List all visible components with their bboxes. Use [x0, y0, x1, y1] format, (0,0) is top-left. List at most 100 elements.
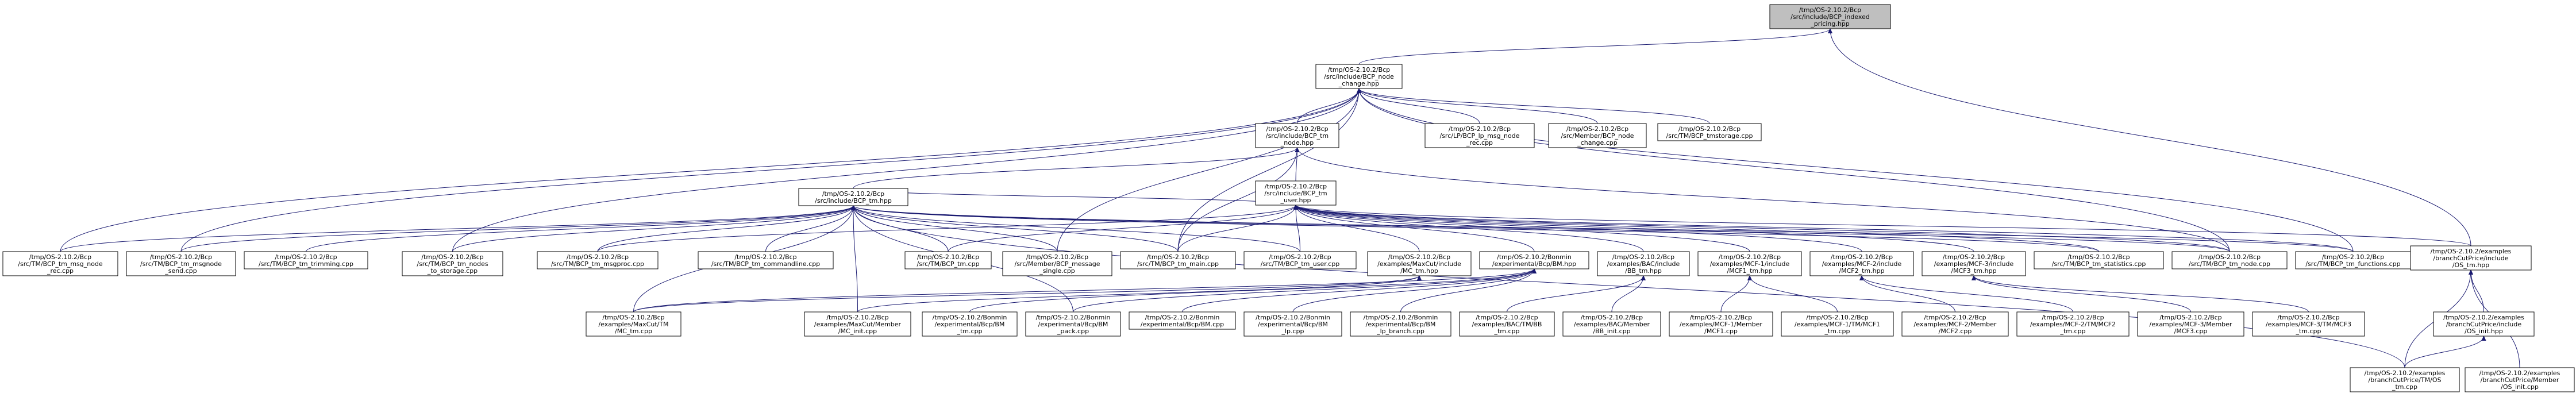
node-label-line: /src/include/BCP_tm [1266, 132, 1329, 140]
node-box [1769, 4, 1891, 29]
graph-node-node-change[interactable]: /tmp/OS-2.10.2/Bcp/src/include/BCP_node_… [1315, 64, 1403, 89]
graph-node-mcf3-tm-hpp[interactable]: /tmp/OS-2.10.2/Bcp/examples/MCF-3/includ… [1922, 251, 2026, 276]
edge-bac-bb-tm-cpp-to-bac-bb-tm-hpp [1507, 275, 1646, 313]
graph-node-tm-nodes-to-storage[interactable]: /tmp/OS-2.10.2/Bcp/src/TM/BCP_tm_nodes_t… [402, 251, 503, 276]
node-box [1459, 311, 1555, 337]
graph-node-maxcut-mc-tm-cpp[interactable]: /tmp/OS-2.10.2/Bcp/examples/MaxCut/TM/MC… [586, 311, 681, 337]
graph-node-os-tm-hpp[interactable]: /tmp/OS-2.10.2/examples/branchCutPrice/i… [2410, 245, 2532, 271]
graph-node-mcf2-member[interactable]: /tmp/OS-2.10.2/Bcp/examples/MCF-2/Member… [1901, 311, 2009, 337]
node-box [2016, 311, 2130, 337]
graph-node-os-init-cpp[interactable]: /tmp/OS-2.10.2/examples/branchCutPrice/M… [2465, 367, 2575, 392]
graph-node-bcp-tm-hpp[interactable]: /tmp/OS-2.10.2/Bcp/src/include/BCP_tm.hp… [798, 188, 908, 206]
graph-node-member-message-single[interactable]: /tmp/OS-2.10.2/Bcp/src/Member/BCP_messag… [1002, 251, 1112, 276]
node-box [244, 251, 368, 269]
graph-node-tm-msg-node-rec[interactable]: /tmp/OS-2.10.2/Bcp/src/TM/BCP_tm_msg_nod… [2, 251, 118, 276]
graph-node-tm-trimming[interactable]: /tmp/OS-2.10.2/Bcp/src/TM/BCP_tm_trimmin… [244, 251, 368, 269]
node-label-line: /tmp/OS-2.10.2/Bcp [2322, 253, 2384, 261]
node-box [698, 251, 834, 269]
node-box [1657, 123, 1762, 141]
node-label-line: /tmp/OS-2.10.2/Bcp [822, 190, 884, 198]
node-label-line: _lp_branch.cpp [1376, 327, 1424, 335]
node-label-line: /src/TM/BCP_tm_node.cpp [2189, 260, 2270, 268]
graph-node-tm-main[interactable]: /tmp/OS-2.10.2/Bcp/src/TM/BCP_tm_main.cp… [1120, 251, 1236, 269]
graph-node-tm-node[interactable]: /tmp/OS-2.10.2/Bcp/src/include/BCP_tm_no… [1255, 123, 1339, 148]
node-label-line: /tmp/OS-2.10.2/Bcp [2198, 253, 2261, 261]
graph-node-os-tm-cpp[interactable]: /tmp/OS-2.10.2/examples/branchCutPrice/T… [2350, 367, 2460, 392]
node-label-line: /BB_init.cpp [1593, 327, 1630, 335]
graph-node-tm-user-cpp[interactable]: /tmp/OS-2.10.2/Bcp/src/TM/BCP_tm_user.cp… [1243, 251, 1357, 269]
node-box [1922, 251, 2026, 276]
graph-node-mcf3-member[interactable]: /tmp/OS-2.10.2/Bcp/examples/MCF-3/Member… [2137, 311, 2244, 337]
graph-node-tm-functions[interactable]: /tmp/OS-2.10.2/Bcp/src/TM/BCP_tm_functio… [2295, 251, 2411, 269]
edge-mcf1-tm-cpp-to-mcf1-tm-hpp [1747, 275, 1838, 313]
node-label-line: /tmp/OS-2.10.2/Bcp [1265, 183, 1327, 190]
node-label-line: /tmp/OS-2.10.2/Bcp [2159, 314, 2221, 321]
edge-tm-nodes-to-storage-to-bcp-tm-hpp [452, 205, 856, 252]
node-box [1002, 251, 1112, 276]
node-label-line: /tmp/OS-2.10.2/Bcp [917, 253, 979, 261]
node-label-line: /tmp/OS-2.10.2/Bcp [1806, 314, 1868, 321]
graph-node-mcf1-tm-hpp[interactable]: /tmp/OS-2.10.2/Bcp/examples/MCF-1/includ… [1697, 251, 1802, 276]
node-label-line: /branchCutPrice/include [2446, 321, 2522, 328]
edge-tm-statistics-to-tm-user-hpp [1293, 205, 2099, 252]
graph-node-maxcut-mc-tm-hpp[interactable]: /tmp/OS-2.10.2/Bcp/examples/MaxCut/inclu… [1367, 251, 1472, 276]
node-label-line: _to_storage.cpp [427, 267, 478, 275]
graph-node-bac-bb-tm-hpp[interactable]: /tmp/OS-2.10.2/Bcp/examples/BAC/include/… [1597, 251, 1690, 276]
node-box [2350, 367, 2460, 392]
graph-node-bac-bb-tm-cpp[interactable]: /tmp/OS-2.10.2/Bcp/examples/BAC/TM/BB_tm… [1459, 311, 1555, 337]
graph-node-bonmin-bm-cpp[interactable]: /tmp/OS-2.10.2/Bonmin/experimental/Bcp/B… [1129, 311, 1236, 330]
edge-mcf3-member-to-mcf3-tm-hpp [1972, 275, 2191, 313]
graph-node-bonmin-bm-hpp[interactable]: /tmp/OS-2.10.2/Bonmin/experimental/Bcp/B… [1479, 251, 1589, 269]
node-label-line: /MCF2_tm.hpp [1839, 267, 1884, 275]
graph-node-maxcut-mc-init[interactable]: /tmp/OS-2.10.2/Bcp/examples/MaxCut/Membe… [804, 311, 911, 337]
graph-node-os-tm-hpp2[interactable]: /tmp/OS-2.10.2/examples/branchCutPrice/i… [2433, 311, 2535, 337]
node-label-line: /MC_tm.cpp [615, 327, 652, 335]
node-box [1120, 251, 1236, 269]
node-label-line: /MCF3_tm.hpp [1951, 267, 1996, 275]
graph-node-tm-node-cpp[interactable]: /tmp/OS-2.10.2/Bcp/src/TM/BCP_tm_node.cp… [2171, 251, 2288, 269]
graph-node-mcf2-tm-hpp[interactable]: /tmp/OS-2.10.2/Bcp/examples/MCF-2/includ… [1809, 251, 1914, 276]
graph-node-tm-statistics[interactable]: /tmp/OS-2.10.2/Bcp/src/TM/BCP_tm_statist… [2034, 251, 2164, 269]
graph-node-bac-bb-init[interactable]: /tmp/OS-2.10.2/Bcp/examples/BAC/Member/B… [1562, 311, 1661, 337]
node-label-line: /src/TM/BCP_tm_trimming.cpp [259, 260, 353, 268]
node-label-line: /OS_init.cpp [2501, 383, 2539, 391]
graph-node-bonmin-bm-pack[interactable]: /tmp/OS-2.10.2/Bonmin/experimental/Bcp/B… [1025, 311, 1121, 337]
graph-node-bonmin-bm-lp[interactable]: /tmp/OS-2.10.2/Bonmin/experimental/Bcp/B… [1243, 311, 1342, 337]
edge-lp-node-rec-to-node-change [1357, 88, 1480, 124]
graph-node-tm-commandline[interactable]: /tmp/OS-2.10.2/Bcp/src/TM/BCP_tm_command… [698, 251, 834, 269]
graph-node-tm-user-hpp[interactable]: /tmp/OS-2.10.2/Bcp/src/include/BCP_tm_us… [1255, 180, 1337, 206]
edge-member-node-change-to-node-change [1357, 88, 1598, 124]
node-box [586, 311, 681, 337]
graph-node-tmstorage[interactable]: /tmp/OS-2.10.2/Bcp/src/TM/BCP_tmstorage.… [1657, 123, 1762, 141]
graph-node-lp-node-rec[interactable]: /tmp/OS-2.10.2/Bcp/src/LP/BCP_lp_msg_nod… [1424, 123, 1535, 148]
edge-tm-node-to-node-change [1297, 88, 1361, 124]
node-label-line: /tmp/OS-2.10.2/Bcp [567, 253, 629, 261]
graph-node-mcf1-tm-cpp[interactable]: /tmp/OS-2.10.2/Bcp/examples/MCF-1/TM/MCF… [1781, 311, 1894, 337]
node-label-line: /src/TM/BCP_tm.cpp [917, 260, 979, 268]
graph-node-mcf2-tm-cpp[interactable]: /tmp/OS-2.10.2/Bcp/examples/MCF-2/TM/MCF… [2016, 311, 2130, 337]
node-label-line: _tm.cpp [956, 327, 982, 335]
edge-tm-functions-to-bcp-tm-hpp [851, 205, 2354, 252]
node-label-line: /tmp/OS-2.10.2/Bcp [1924, 314, 1986, 321]
edge-node-change-to-root [1358, 28, 1832, 65]
graph-node-tm-msgproc[interactable]: /tmp/OS-2.10.2/Bcp/src/TM/BCP_tm_msgproc… [537, 251, 659, 269]
graph-node-mcf3-tm-cpp[interactable]: /tmp/OS-2.10.2/Bcp/examples/MCF-3/TM/MCF… [2252, 311, 2365, 337]
node-label-line: _user.hpp [1280, 196, 1311, 204]
node-box [804, 311, 911, 337]
graph-node-mcf1-member[interactable]: /tmp/OS-2.10.2/Bcp/examples/MCF-1/Member… [1669, 311, 1773, 337]
node-box [922, 311, 1018, 337]
graph-node-bonmin-bm-tm[interactable]: /tmp/OS-2.10.2/Bonmin/experimental/Bcp/B… [922, 311, 1018, 337]
graph-node-tm-msgnode-send[interactable]: /tmp/OS-2.10.2/Bcp/src/TM/BCP_tm_msgnode… [126, 251, 236, 276]
graph-node-member-node-change[interactable]: /tmp/OS-2.10.2/Bcp/src/Member/BCP_node_c… [1548, 123, 1647, 148]
node-label-line: /src/LP/BCP_lp_msg_node [1439, 132, 1519, 140]
node-label-line: /tmp/OS-2.10.2/Bcp [826, 314, 888, 321]
node-box [126, 251, 236, 276]
graph-node-bonmin-bm-lp-branch[interactable]: /tmp/OS-2.10.2/Bonmin/experimental/Bcp/B… [1350, 311, 1451, 337]
node-label-line: /src/TM/BCP_tm_commandline.cpp [711, 260, 820, 268]
graph-node-tm-cpp[interactable]: /tmp/OS-2.10.2/Bcp/src/TM/BCP_tm.cpp [904, 251, 992, 269]
node-label-line: /examples/MCF-3/TM/MCF3 [2266, 321, 2351, 328]
node-box [1025, 311, 1121, 337]
node-label-line: /tmp/OS-2.10.2/Bonmin [1497, 253, 1572, 261]
node-box [2295, 251, 2411, 269]
graph-node-root[interactable]: /tmp/OS-2.10.2/Bcp/src/include/BCP_index… [1769, 4, 1891, 29]
